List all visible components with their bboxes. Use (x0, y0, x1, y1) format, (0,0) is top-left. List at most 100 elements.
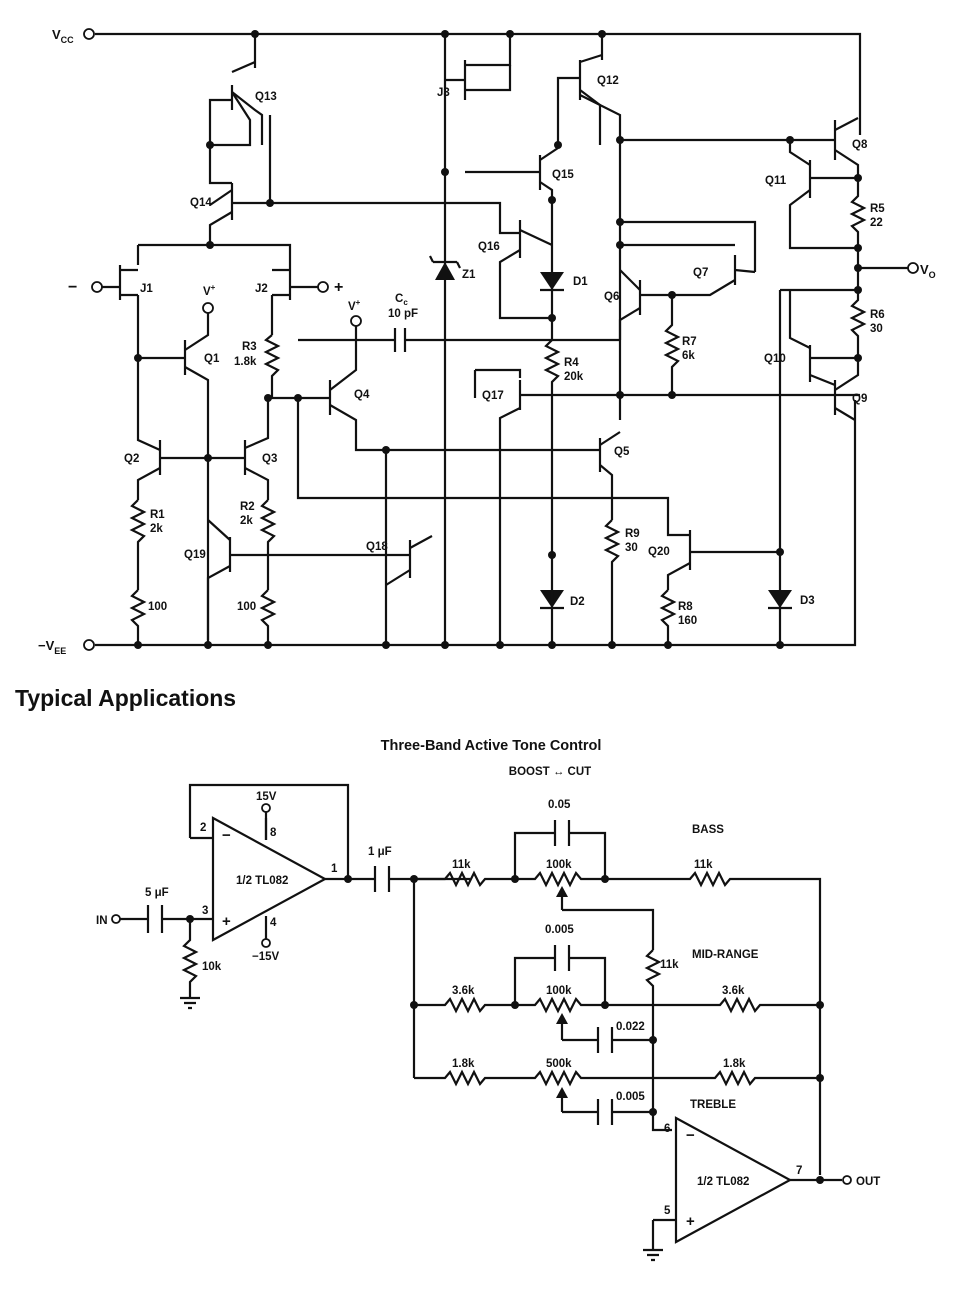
mid-r-left: 3.6k (452, 985, 475, 997)
q12-label: Q12 (597, 75, 619, 87)
r9-label: R9 (625, 528, 640, 540)
in-label: IN (96, 915, 108, 927)
opamp1-label: 1/2 TL082 (236, 875, 288, 887)
j1-label: J1 (140, 283, 153, 295)
opamp2-minus: − (686, 1127, 695, 1144)
mid-r-right: 3.6k (722, 985, 745, 997)
opamp1-vn: −15V (252, 951, 280, 963)
mid-label: MID-RANGE (692, 949, 759, 961)
d1-label: D1 (573, 276, 588, 288)
opamp1 (111, 783, 375, 1010)
q1-label: Q1 (204, 353, 220, 365)
minus-input-label: − (68, 279, 77, 296)
opamp2-pin7: 7 (796, 1165, 802, 1177)
d3-label: D3 (800, 595, 815, 607)
r5-value: 22 (870, 217, 883, 229)
opamp1-pin3: 3 (202, 905, 208, 917)
boost-cut-label: BOOST ↔ CUT (509, 766, 591, 778)
vcc-label: VCC (52, 27, 74, 45)
r-vert-label: 11k (660, 959, 679, 971)
input-jfets (91, 243, 329, 362)
q9-label: Q9 (852, 393, 867, 405)
j3-label: J3 (437, 87, 450, 99)
treble-pot: 500k (546, 1058, 572, 1070)
q14-label: Q14 (190, 197, 212, 209)
r4-value: 20k (564, 371, 584, 383)
first-stage (129, 302, 330, 649)
coupling-cap (373, 866, 470, 1078)
bass-label: BASS (692, 824, 724, 836)
r1-label: R1 (150, 509, 165, 521)
q2-label: Q2 (124, 453, 139, 465)
c-couple-label: 1 μF (368, 846, 392, 858)
opamp1-pin1: 1 (331, 863, 338, 875)
section-title: Typical Applications (15, 685, 236, 711)
q5-q6-q7 (598, 218, 757, 649)
q10-label: Q10 (764, 353, 786, 365)
opamp1-vp: 15V (256, 791, 277, 803)
opamp2-plus: + (686, 1213, 695, 1230)
q11-label: Q11 (765, 175, 787, 187)
q3-label: Q3 (262, 453, 277, 465)
q13-label: Q13 (255, 91, 277, 103)
q16-label: Q16 (478, 241, 500, 253)
r8-label: R8 (678, 601, 693, 613)
r9-value: 30 (625, 542, 638, 554)
d2-label: D2 (570, 596, 585, 608)
r3-label: R3 (242, 341, 257, 353)
opamp2 (643, 1116, 852, 1262)
q5-label: Q5 (614, 446, 630, 458)
vo-label: VO (920, 262, 936, 280)
q4-label: Q4 (354, 389, 370, 401)
cc-label: Cc (395, 293, 408, 307)
z1-label: Z1 (462, 269, 476, 281)
r-100-right: 100 (237, 601, 256, 613)
r5-label: R5 (870, 203, 885, 215)
vplus-q4-label: V+ (348, 298, 361, 313)
bass-cap: 0.05 (548, 799, 571, 811)
bass-r-right: 11k (694, 859, 713, 871)
j3-z1 (429, 30, 540, 649)
treble-r-right: 1.8k (723, 1058, 746, 1070)
q18-label: Q18 (366, 541, 388, 553)
r2-label: R2 (240, 501, 255, 513)
c-in-label: 5 μF (145, 887, 169, 899)
opamp1-plus: + (222, 913, 231, 930)
q18 (382, 450, 433, 649)
mid-band (414, 945, 824, 1053)
q8-label: Q8 (852, 139, 868, 151)
vplus-q1-label: V+ (203, 283, 216, 298)
q19-label: Q19 (184, 549, 206, 561)
treble-cap: 0.005 (616, 1091, 645, 1103)
app-title: Three-Band Active Tone Control (381, 738, 602, 754)
q6-label: Q6 (604, 291, 619, 303)
plus-input-label: + (334, 279, 343, 296)
q13-q14-stage (206, 30, 520, 249)
vee-label: −VEE (38, 638, 66, 656)
r7-value: 6k (682, 350, 695, 362)
mid-pot: 100k (546, 985, 572, 997)
q7-label: Q7 (693, 267, 708, 279)
q17-label: Q17 (482, 390, 504, 402)
r-100-left: 100 (148, 601, 167, 613)
r6-label: R6 (870, 309, 885, 321)
mid-cap2: 0.022 (616, 1021, 645, 1033)
q20-label: Q20 (648, 546, 670, 558)
r4-label: R4 (564, 357, 579, 369)
opamp1-pin8: 8 (270, 827, 277, 839)
q4-cc (296, 315, 690, 537)
bass-pot: 100k (546, 859, 572, 871)
opamp1-minus: − (222, 827, 231, 844)
treble-band (414, 1069, 824, 1125)
r3-value: 1.8k (234, 356, 257, 368)
r6-value: 30 (870, 323, 883, 335)
out-label: OUT (856, 1176, 880, 1188)
j2-label: J2 (255, 283, 268, 295)
supply-rails (83, 28, 862, 651)
bass-band (414, 820, 822, 1175)
opamp1-pin4: 4 (270, 917, 277, 929)
middle-stage (473, 30, 860, 649)
q15-label: Q15 (552, 169, 574, 181)
opamp2-pin6: 6 (664, 1123, 670, 1135)
